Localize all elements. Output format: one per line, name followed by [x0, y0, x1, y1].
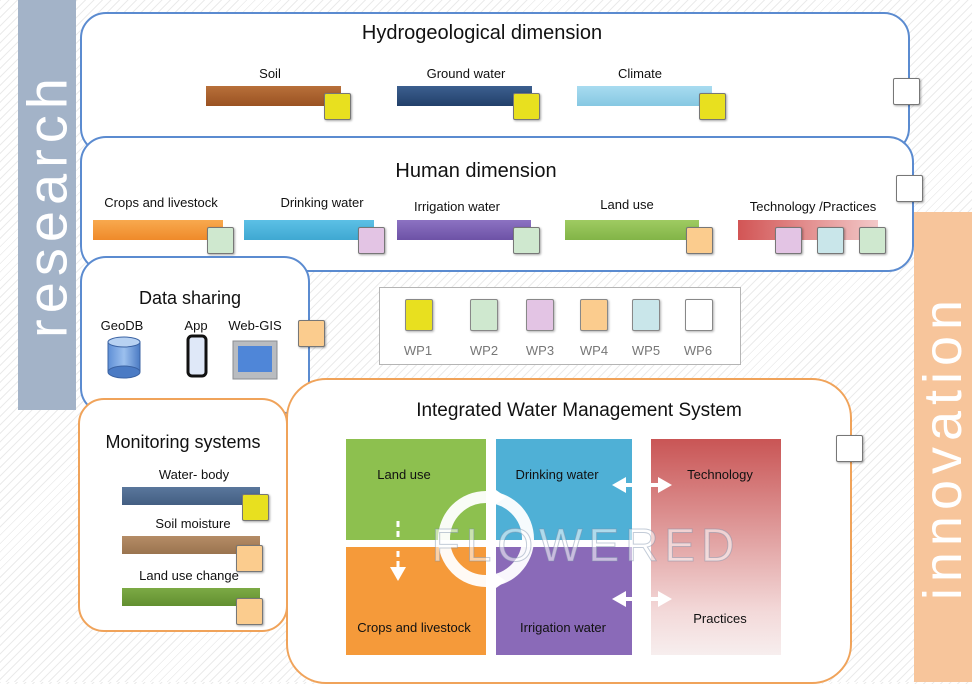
land-use-change-label: Land use change	[139, 568, 239, 583]
wp6-label: WP6	[683, 343, 713, 358]
technology-wp3-note	[775, 227, 802, 254]
wp1-label: WP1	[403, 343, 433, 358]
land-use-bar	[565, 220, 699, 240]
crops-livestock-wp-note	[207, 227, 234, 254]
data-sharing-wp4-note	[298, 320, 325, 347]
crops-livestock-bar	[93, 220, 223, 240]
crops-livestock-label: Crops and livestock	[104, 195, 218, 210]
land-use-cell	[346, 439, 486, 540]
technology-practices-bar	[738, 220, 878, 240]
soil-label: Soil	[259, 66, 281, 81]
wp5-label: WP5	[631, 343, 661, 358]
land-use-change-bar	[122, 588, 260, 606]
data-sharing-title: Data sharing	[138, 288, 242, 308]
irrigation-water-bar	[397, 220, 531, 240]
human-dimension-title: Human dimension	[395, 160, 557, 182]
iwms-wp6-note	[836, 435, 863, 462]
land-use-change-wp-note	[236, 598, 263, 625]
innovation-label: innovation	[913, 293, 972, 601]
soil-bar	[206, 86, 341, 106]
groundwater-label: Ground water	[426, 66, 506, 81]
geodb-label: GeoDB	[100, 318, 144, 333]
practices-text: Practices	[693, 611, 747, 626]
wp3-swatch	[526, 299, 554, 331]
soil-wp-note	[324, 93, 351, 120]
land-use-text: Land use	[377, 467, 431, 482]
research-band: research	[16, 0, 79, 410]
drinking-water-bar	[244, 220, 374, 240]
research-label: research	[15, 72, 79, 338]
groundwater-bar	[397, 86, 532, 106]
land-use-label: Land use	[600, 197, 654, 212]
wp4-swatch	[580, 299, 608, 331]
phone-icon	[186, 334, 208, 378]
webgis-label: Web-GIS	[228, 318, 282, 333]
wp3-label: WP3	[525, 343, 555, 358]
iwms-flow-graphics: FLOWERED	[390, 477, 741, 607]
drinking-water-text: Drinking water	[515, 467, 599, 482]
wp4-label: WP4	[579, 343, 609, 358]
monitoring-systems-title: Monitoring systems	[105, 432, 261, 452]
wp6-swatch	[685, 299, 713, 331]
technology-practices-label: Technology /Practices	[749, 199, 877, 214]
drinking-water-label: Drinking water	[280, 195, 364, 210]
cycle-arrowhead-top-icon	[486, 483, 506, 511]
double-arrow-bottom-icon	[612, 591, 672, 607]
double-arrow-top-icon	[612, 477, 672, 493]
technology-wp5-note	[817, 227, 844, 254]
iwms-title: Integrated Water Management System	[416, 400, 742, 421]
hydrogeological-title: Hydrogeological dimension	[361, 22, 603, 44]
wp2-label: WP2	[469, 343, 499, 358]
wp5-swatch	[632, 299, 660, 331]
groundwater-wp-note	[513, 93, 540, 120]
database-icon	[107, 336, 141, 379]
wp-legend	[379, 287, 741, 365]
innovation-band: innovation	[913, 212, 972, 682]
hydro-wp6-note	[893, 78, 920, 105]
drinking-water-wp-note	[358, 227, 385, 254]
wp2-swatch	[470, 299, 498, 331]
technology-practices-cell	[651, 439, 781, 655]
cycle-arrowhead-bottom-icon	[486, 567, 506, 595]
soil-moisture-wp-note	[236, 545, 263, 572]
water-body-label: Water- body	[158, 467, 230, 482]
irrigation-water-label: Irrigation water	[414, 199, 500, 214]
hydrogeological-box	[80, 12, 910, 154]
land-use-wp-note	[686, 227, 713, 254]
flowered-watermark: FLOWERED	[432, 519, 741, 571]
climate-label: Climate	[617, 66, 663, 81]
app-label: App	[184, 318, 208, 333]
crops-livestock-cell	[346, 547, 486, 655]
wp1-swatch	[405, 299, 433, 331]
crops-livestock-text: Crops and livestock	[357, 620, 471, 635]
human-wp6-note	[896, 175, 923, 202]
technology-text: Technology	[687, 467, 753, 482]
soil-moisture-label: Soil moisture	[155, 516, 231, 531]
water-body-bar	[122, 487, 260, 505]
climate-wp-note	[699, 93, 726, 120]
irrigation-water-wp-note	[513, 227, 540, 254]
technology-wp2-note	[859, 227, 886, 254]
irrigation-water-text: Irrigation water	[520, 620, 606, 635]
water-body-wp-note	[242, 494, 269, 521]
climate-bar	[577, 86, 712, 106]
soil-moisture-bar	[122, 536, 260, 554]
laptop-icon	[232, 340, 278, 380]
